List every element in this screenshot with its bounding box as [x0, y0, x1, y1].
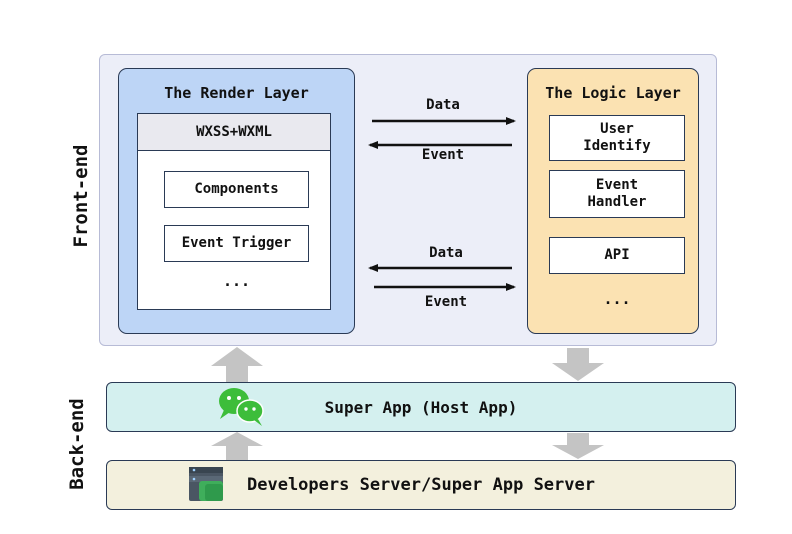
bottom-data-label: Data	[429, 245, 463, 261]
down-arrow-superapp-to-server	[552, 433, 604, 459]
super-app-label: Super App (Host App)	[324, 397, 518, 417]
server-label: Developers Server/Super App Server	[247, 475, 595, 495]
up-arrow-server-to-superapp	[211, 432, 263, 460]
up-arrow-superapp-to-frontend	[211, 347, 263, 382]
components-box: Components	[164, 171, 309, 208]
render-layer-header: WXSS+WXML	[137, 113, 331, 151]
render-layer-more: ...	[222, 272, 251, 290]
api-box: API	[549, 237, 685, 274]
bottom-event-label: Event	[424, 294, 468, 310]
down-arrow-frontend-to-superapp	[552, 348, 604, 381]
event-handler-box: Event Handler	[549, 170, 685, 218]
top-data-label: Data	[426, 97, 460, 113]
render-layer-title: The Render Layer	[164, 84, 309, 102]
super-app-bar: Super App (Host App)	[106, 382, 736, 432]
user-identify-box: User Identify	[549, 115, 685, 161]
event-trigger-box: Event Trigger	[164, 225, 309, 262]
top-event-label: Event	[421, 147, 465, 163]
logic-layer-title: The Logic Layer	[545, 84, 681, 102]
logic-layer-more: ...	[603, 290, 631, 308]
